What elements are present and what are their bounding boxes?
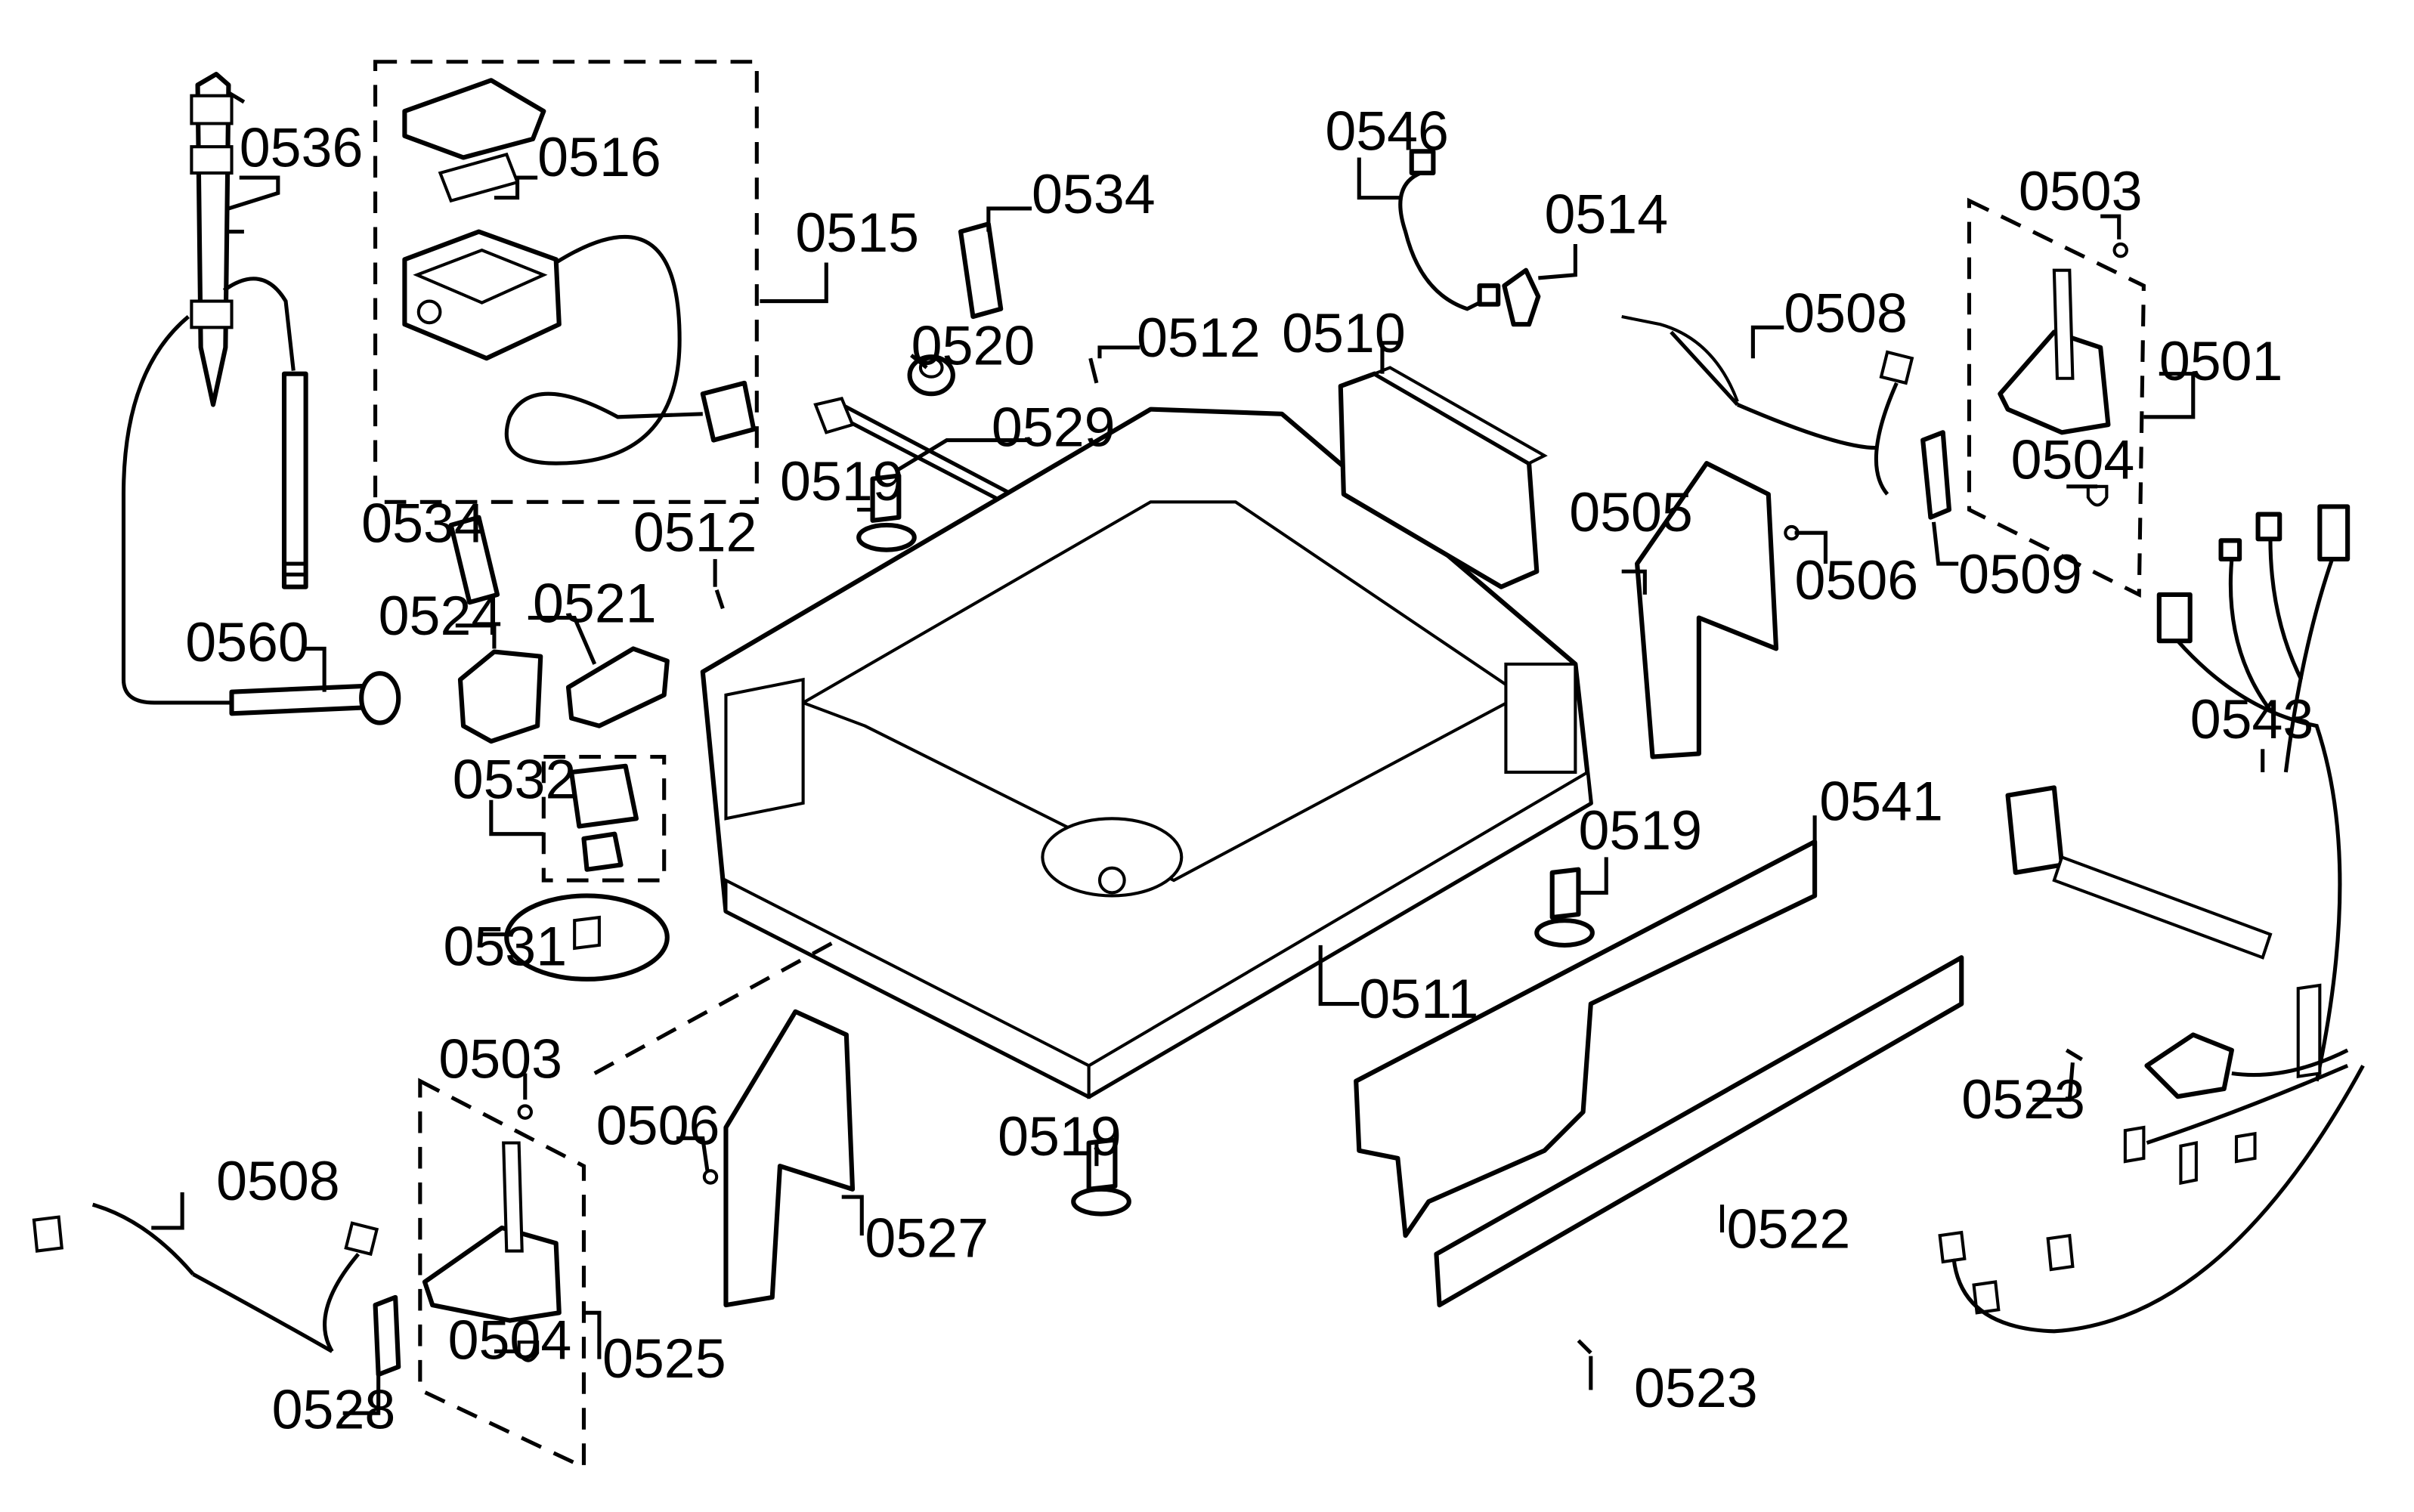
label-0543: 0543: [2190, 688, 2314, 750]
label-0504-bottom: 0504: [448, 1309, 572, 1371]
label-0506-bottom: 0506: [596, 1094, 720, 1157]
part-0543-wire-harness: [1938, 504, 2365, 1334]
part-0505-bracket: [1635, 461, 1779, 759]
label-0523-right: 0523: [1961, 1068, 2085, 1130]
part-0508-spring-top: [1621, 314, 1914, 496]
label-0519-a: 0519: [780, 450, 904, 512]
part-0503-top: [2112, 242, 2128, 258]
label-0503-bottom: 0503: [438, 1028, 562, 1090]
label-0516: 0516: [537, 125, 661, 188]
label-0503-top: 0503: [2019, 159, 2143, 222]
label-0505: 0505: [1569, 481, 1693, 543]
part-pump-housing: [402, 229, 757, 465]
group-0532-box: [541, 754, 667, 883]
label-0520: 0520: [911, 314, 1035, 376]
label-0515: 0515: [795, 201, 919, 264]
part-0541-insulation: [1354, 839, 1818, 1238]
part-0522-kick-panel: [1434, 955, 1964, 1308]
label-0536: 0536: [240, 116, 364, 179]
part-0504-top: [2086, 484, 2109, 507]
label-0534-mid: 0534: [361, 491, 485, 554]
label-0511: 0511: [1359, 967, 1478, 1030]
part-0512-screw-mid: [714, 589, 725, 610]
part-0501-hinge: [1998, 268, 2111, 435]
label-0521: 0521: [533, 572, 657, 635]
part-0520-gear: [907, 354, 955, 397]
part-0506-screw-bottom: [702, 1169, 719, 1185]
label-0509: 0509: [1958, 543, 2082, 605]
part-0510-control-module: [1338, 366, 1548, 589]
part-0523-screw-right: [2065, 1048, 2083, 1062]
part-0509-latch: [1920, 430, 1951, 520]
part-0504-bottom: [517, 1340, 540, 1362]
part-0519-foot-a: [856, 473, 917, 552]
label-0508-top: 0508: [1784, 281, 1908, 344]
label-0531: 0531: [443, 914, 567, 977]
part-0532-sensor: [569, 763, 639, 829]
label-0546: 0546: [1325, 99, 1449, 162]
part-0521-valve: [565, 646, 670, 728]
leader-lines: [151, 157, 2265, 1415]
label-0529: 0529: [992, 396, 1116, 459]
part-0546-sensor-wire: [1398, 149, 1501, 311]
part-0508-spring-bottom: [32, 1202, 379, 1353]
label-0519-c: 0519: [998, 1105, 1122, 1167]
part-0532-sensor-small: [581, 831, 624, 872]
part-0560-tube: [229, 671, 401, 725]
label-0512-top: 0512: [1137, 306, 1261, 369]
part-0525-hinge: [422, 1141, 562, 1323]
group-0515-box: [373, 60, 759, 504]
label-0508-bottom: 0508: [216, 1149, 340, 1212]
part-0523-screw-bottom: [1577, 1339, 1592, 1355]
label-0525: 0525: [602, 1327, 726, 1390]
part-0519-foot-b: [1534, 867, 1595, 948]
part-0527-bracket: [723, 1009, 856, 1308]
part-0512-screw-top: [1088, 357, 1099, 384]
label-0501: 0501: [2159, 329, 2283, 392]
label-0534-top: 0534: [1032, 162, 1156, 225]
label-0514: 0514: [1545, 183, 1669, 246]
label-0524: 0524: [379, 584, 503, 647]
group-0525-box: [418, 1078, 586, 1470]
part-0503-bottom: [517, 1104, 534, 1120]
part-base-tub: [700, 407, 1593, 1099]
label-0560: 0560: [185, 611, 309, 673]
part-0534-clip-top: [958, 221, 1004, 320]
part-0531-disc: [504, 893, 835, 1075]
callout-labels: 0536 0516 0515 0534 0546 0514 0512 0520 …: [185, 99, 2313, 1440]
part-0524-bracket: [457, 649, 543, 744]
part-0536-rod: [190, 72, 246, 407]
label-0532: 0532: [453, 748, 577, 811]
part-0514-sensor: [1502, 267, 1541, 327]
label-0510: 0510: [1282, 301, 1406, 364]
group-0501-box: [1967, 197, 2146, 598]
label-0522: 0522: [1727, 1197, 1851, 1260]
part-0516-cover: [402, 78, 546, 203]
label-0519-b: 0519: [1578, 799, 1702, 861]
label-0541: 0541: [1819, 769, 1943, 832]
label-0527: 0527: [865, 1207, 989, 1269]
part-0534-clip-mid: [448, 515, 500, 605]
part-0528-latch: [373, 1294, 401, 1377]
label-0506-top: 0506: [1795, 549, 1919, 611]
label-0528: 0528: [272, 1378, 396, 1441]
label-0512-mid: 0512: [633, 501, 757, 564]
label-0504-top: 0504: [2011, 428, 2135, 491]
part-hose-tube: [121, 277, 308, 705]
label-0523-bottom: 0523: [1634, 1356, 1758, 1419]
